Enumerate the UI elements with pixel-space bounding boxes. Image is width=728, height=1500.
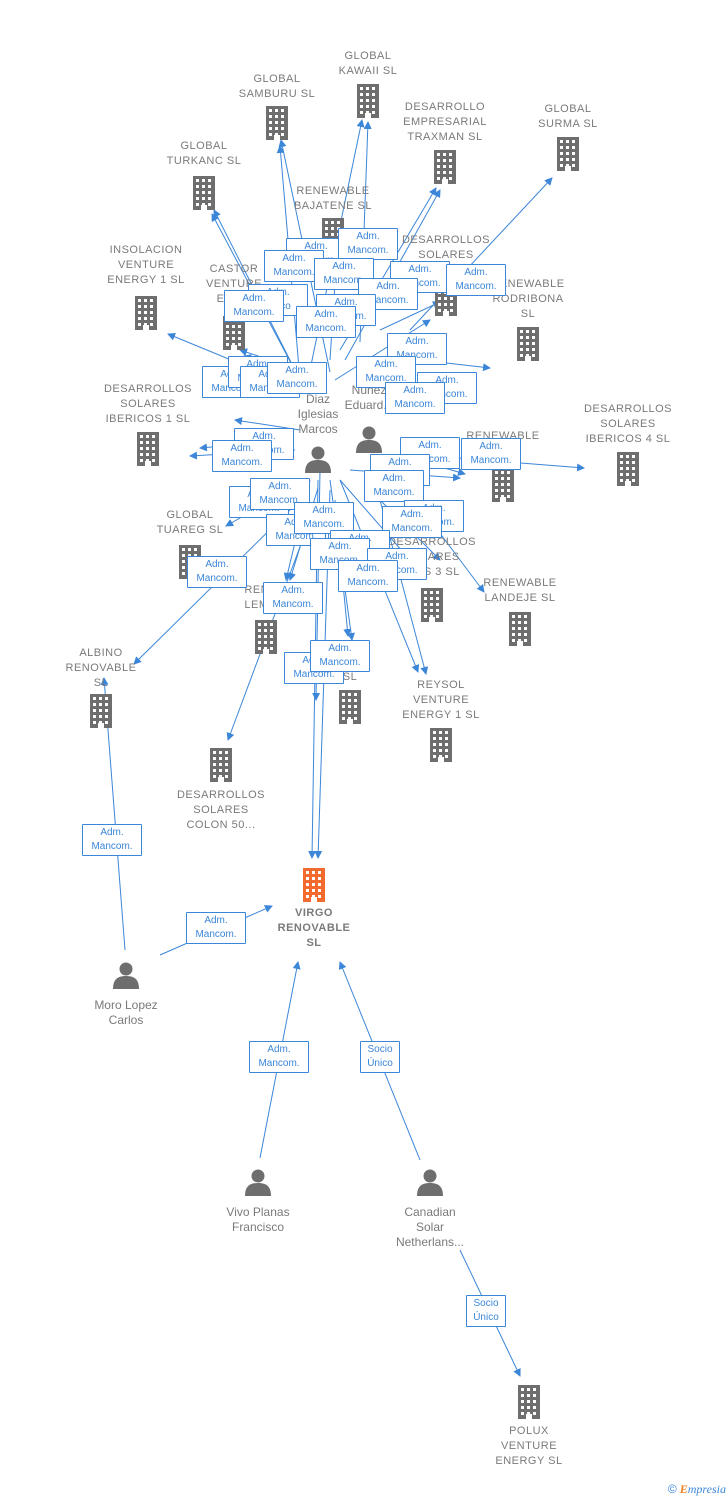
company-label-ibericos4[interactable]: DESARROLLOS SOLARES IBERICOS 4 SL [568,402,688,447]
edge-line [339,479,411,561]
person-icon[interactable] [112,961,140,989]
relation-badge[interactable]: Adm. Mancom. [387,333,447,365]
company-name[interactable]: DESARROLLOS SOLARES COLON 50... [176,789,266,831]
company-label-kawaii[interactable]: GLOBAL KAWAII SL [308,49,428,79]
relation-badge[interactable]: Adm. Mancom. [461,438,521,470]
relation-badge[interactable]: Adm. Mancom. [212,440,272,472]
company-label-surma[interactable]: GLOBAL SURMA SL [508,102,628,132]
relation-badge[interactable]: Adm. Mancom. [446,264,506,296]
building-icon[interactable] [135,432,161,466]
company-label-landeje[interactable]: RENEWABLE LANDEJE SL [460,576,580,606]
company-label-samburu[interactable]: GLOBAL SAMBURU SL [217,72,337,102]
relation-badge[interactable]: Socio Único [466,1295,506,1327]
relation-badge[interactable]: Adm. Mancom. [267,362,327,394]
building-icon[interactable] [432,150,458,184]
relation-badge[interactable]: Adm. Mancom. [310,640,370,672]
building-icon[interactable] [337,690,363,724]
building-icon[interactable] [615,452,641,486]
building-icon[interactable] [88,694,114,728]
building-icon[interactable] [490,468,516,502]
company-name[interactable]: DESARROLLO EMPRESARIAL TRAXMAN SL [403,101,487,143]
building-icon[interactable] [555,137,581,171]
building-icon[interactable] [208,748,234,782]
person-label-vivo[interactable]: Vivo Planas Francisco [208,1205,308,1235]
edge-line [379,301,441,331]
building-icon[interactable] [221,316,247,350]
company-name[interactable]: RENEWABLE RODRIBONA SL [491,278,565,320]
company-label-tuareg[interactable]: GLOBAL TUAREG SL [130,508,250,538]
company-name[interactable]: DESARROLLOS SOLARES IBERICOS 1 SL [103,383,193,425]
company-name[interactable]: GLOBAL KAWAII SL [338,50,398,77]
relation-badge[interactable]: Adm. Mancom. [263,582,323,614]
company-name[interactable]: REYSOL VENTURE ENERGY 1 SL [402,679,480,721]
company-label-colon[interactable]: DESARROLLOS SOLARES COLON 50... [161,788,281,833]
person-name[interactable]: Diaz Iglesias Marcos [297,392,339,436]
building-icon[interactable] [419,588,445,622]
person-label-diaz[interactable]: Diaz Iglesias Marcos [268,392,368,437]
company-label-rodribona[interactable]: RENEWABLE RODRIBONA SL [468,277,588,322]
building-icon[interactable] [301,868,327,902]
company-name[interactable]: POLUX VENTURE ENERGY SL [495,1425,563,1467]
company-label-reysol[interactable]: REYSOL VENTURE ENERGY 1 SL [381,678,501,723]
relation-badge[interactable]: Adm. Mancom. [338,228,398,260]
person-name[interactable]: Moro Lopez Carlos [94,998,158,1027]
relation-badge[interactable]: Adm. Mancom. [186,912,246,944]
company-name[interactable]: INSOLACION VENTURE ENERGY 1 SL [107,244,185,286]
building-icon[interactable] [428,728,454,762]
company-label-traxman[interactable]: DESARROLLO EMPRESARIAL TRAXMAN SL [385,100,505,145]
person-icon[interactable] [304,445,332,473]
relation-badge[interactable]: Socio Único [360,1041,400,1073]
building-icon[interactable] [515,327,541,361]
relation-badge[interactable]: Adm. Mancom. [385,382,445,414]
relation-badge[interactable]: Adm. Mancom. [250,478,310,510]
relation-badge[interactable]: Adm. Mancom. [249,1041,309,1073]
person-name[interactable]: Canadian Solar Netherlans... [395,1205,465,1249]
company-name[interactable]: DESARROLLOS SOLARES ... [401,234,491,276]
relation-badge[interactable]: Adm. Mancom. [364,470,424,502]
person-icon[interactable] [355,425,383,453]
relation-badge[interactable]: Adm. Mancom. [82,824,142,856]
building-icon[interactable] [264,106,290,140]
company-label-polux[interactable]: POLUX VENTURE ENERGY SL [469,1424,589,1469]
person-label-canadian[interactable]: Canadian Solar Netherlans... [380,1205,480,1250]
building-icon[interactable] [191,176,217,210]
company-name[interactable]: DESARROLLOS SOLARES IBERICOS 4 SL [583,403,673,445]
person-icon[interactable] [244,1168,272,1196]
company-label-albino[interactable]: ALBINO RENOVABLE SL [41,646,161,691]
empresia-logo[interactable]: ©Empresia [667,1482,726,1496]
company-label-bajatene[interactable]: RENEWABLE BAJATENE SL [273,184,393,214]
company-name[interactable]: GLOBAL TURKANC SL [166,140,242,167]
relation-badge[interactable]: Adm. Mancom. [294,502,354,534]
building-icon[interactable] [355,84,381,118]
person-icon[interactable] [416,1168,444,1196]
building-icon[interactable] [133,296,159,330]
company-label-ibericos1[interactable]: DESARROLLOS SOLARES IBERICOS 1 SL [88,382,208,427]
relation-badge[interactable]: Adm. Mancom. [187,556,247,588]
company-name[interactable]: ALBINO RENOVABLE SL [65,647,137,689]
building-icon[interactable] [507,612,533,646]
company-name[interactable]: GLOBAL SAMBURU SL [238,73,316,100]
relation-badge[interactable]: Adm. Mancom. [382,506,442,538]
person-label-moro[interactable]: Moro Lopez Carlos [76,998,176,1028]
company-name[interactable]: RENEWABLE LANDEJE SL [483,577,557,604]
company-name[interactable]: GLOBAL TUAREG SL [156,509,224,536]
company-label-virgo[interactable]: VIRGO RENOVABLE SL [254,906,374,951]
building-icon[interactable] [253,620,279,654]
company-name[interactable]: VIRGO RENOVABLE SL [277,907,351,949]
relation-badge[interactable]: Adm. Mancom. [224,290,284,322]
company-label-insolacion[interactable]: INSOLACION VENTURE ENERGY 1 SL [86,243,206,288]
company-label-dsolares[interactable]: DESARROLLOS SOLARES ... [386,233,506,278]
person-name[interactable]: Vivo Planas Francisco [226,1205,290,1234]
relation-badge[interactable]: Adm. Mancom. [338,560,398,592]
relation-badge[interactable]: Adm. Mancom. [358,278,418,310]
company-name[interactable]: GLOBAL SURMA SL [538,103,598,130]
relation-badge[interactable]: Adm. Mancom. [296,306,356,338]
company-label-turkanc[interactable]: GLOBAL TURKANC SL [144,139,264,169]
edge-line [334,319,431,381]
building-icon[interactable] [516,1385,542,1419]
company-name[interactable]: RENEWABLE BAJATENE SL [293,185,373,212]
